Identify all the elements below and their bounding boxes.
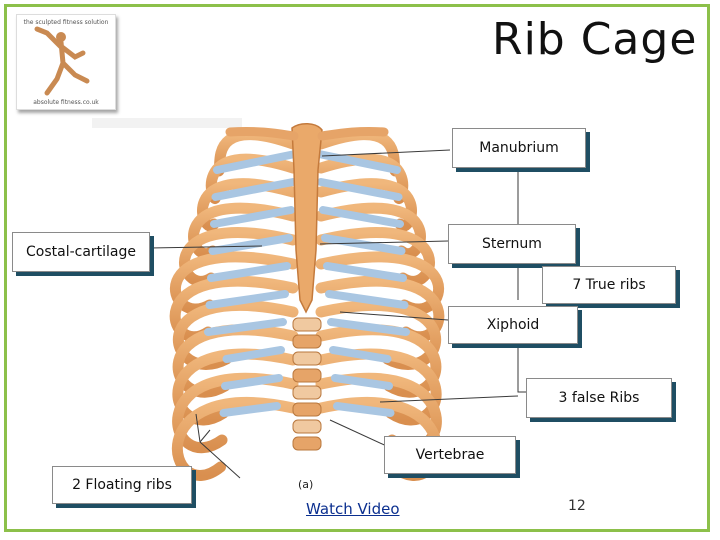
sternum-bone [291,123,323,314]
costal-cartilage-l-10 [219,402,281,417]
rib-r-4 [315,202,426,260]
costal-cartilage-l-2 [211,178,297,201]
vertebra [292,317,322,332]
costal-cartilage-r-8 [329,346,392,363]
costal-cartilage-r-1 [315,150,401,174]
rib-l-5 [179,227,299,287]
vertebral-column [292,317,322,451]
costal-cartilage-r-6 [325,290,409,309]
label-xiphoid: Xiphoid [448,306,578,344]
costal-cartilage-r-2 [317,178,403,201]
vertebra [292,351,322,366]
costal-cartilage-l-6 [205,290,289,309]
costal-cartilage-r-10 [333,402,395,417]
vertebra [292,436,322,451]
rib-r-5 [315,227,435,287]
costal-cartilage-r-9 [331,374,393,390]
athlete-figure-icon [34,26,90,96]
watch-video-link[interactable]: Watch Video [306,500,400,518]
label-sternum: Sternum [448,224,576,264]
logo-bottom-text: absolute fitness.co.uk [33,99,99,106]
rib-r-6 [315,251,445,315]
rib-l-11 [172,372,299,454]
vertebra [292,419,322,434]
rib-l-6 [169,251,299,315]
costal-cartilage-l-1 [213,150,299,174]
vertebra [292,334,322,349]
costal-cartilage-r-7 [327,318,410,336]
vertebra [292,402,322,417]
page-number: 12 [568,498,586,514]
rib-r-3 [315,178,417,232]
costal-cartilage-l-3 [210,206,295,228]
slide-frame [4,4,710,532]
label-vertebrae: Vertebrae [384,436,516,474]
vertebra [292,368,322,383]
rib-l-12 [171,397,299,481]
costal-cartilage-l-5 [207,262,291,282]
label-true-ribs: 7 True ribs [542,266,676,304]
costal-cartilage-l-8 [222,346,285,363]
label-manubrium: Manubrium [452,128,586,168]
label-false-ribs: 3 false Ribs [526,378,672,418]
costal-cartilage-l-9 [221,374,283,390]
costal-cartilage-l-4 [208,234,293,255]
slide-title: Rib Cage [492,14,698,65]
costal-cartilage-r-3 [319,206,404,228]
label-costal-cartilage: Costal-cartilage [12,232,150,272]
costal-cartilage-l-7 [204,318,287,336]
logo-top-text: the sculpted fitness solution [23,19,109,26]
vertebra [292,385,322,400]
rib-l-4 [188,202,299,260]
costal-cartilage-r-5 [323,262,407,282]
figure-caption: (a) [298,478,314,491]
label-floating-ribs: 2 Floating ribs [52,466,192,504]
fitness-logo: the sculpted fitness solution absolute f… [16,14,116,110]
costal-cartilage-r-4 [321,234,406,255]
rib-l-3 [197,178,299,232]
